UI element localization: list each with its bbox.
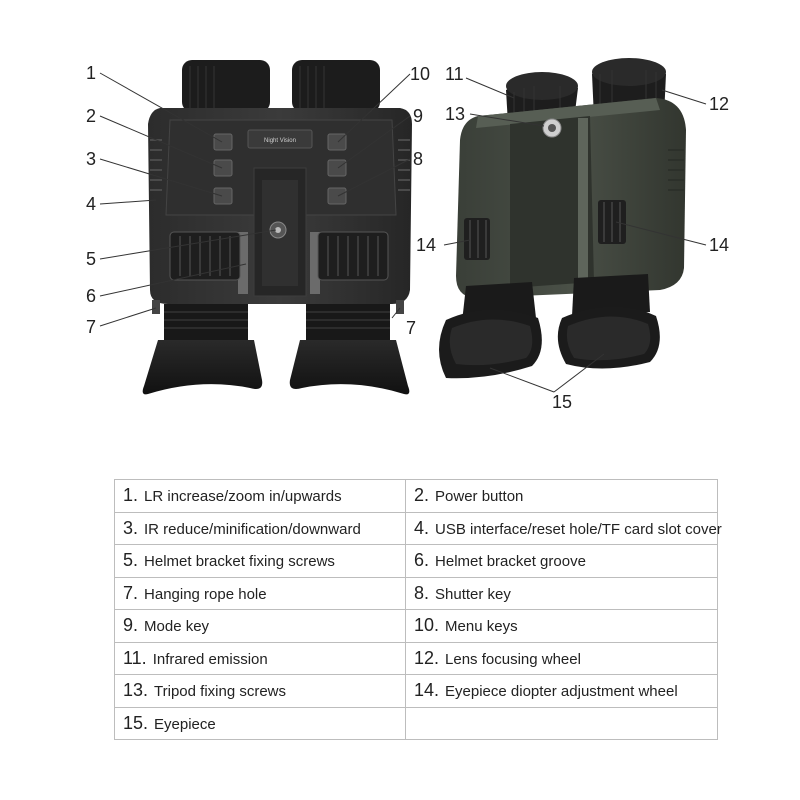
callout-10: 10 — [410, 64, 430, 84]
legend-label: Lens focusing wheel — [445, 650, 581, 668]
callout-labels: 1 2 3 4 5 6 7 7 8 9 10 11 12 13 14 14 15 — [86, 63, 729, 412]
legend-cell: 9. Mode key — [114, 609, 406, 643]
callout-14-right: 14 — [709, 235, 729, 255]
callout-1: 1 — [86, 63, 96, 83]
table-row: 15. Eyepiece — [114, 706, 718, 740]
legend-number: 1. — [123, 485, 139, 506]
legend-cell: 8. Shutter key — [405, 576, 718, 610]
focus-wheel-left[interactable] — [169, 231, 241, 281]
legend-number: 9. — [123, 615, 139, 636]
leader-lines — [99, 72, 707, 393]
callout-9: 9 — [413, 106, 423, 126]
table-row: 11. Infrared emission 12. Lens focusing wh… — [114, 641, 718, 675]
legend-number: 11. — [123, 647, 147, 668]
legend-cell: 14. Eyepiece diopter adjustment wheel — [405, 674, 718, 708]
callout-7-right: 7 — [406, 318, 416, 338]
table-row: 5. Helmet bracket fixing screws 6. Helmet … — [114, 544, 718, 578]
focus-wheel-right[interactable] — [317, 231, 389, 281]
objective-lens-left — [182, 60, 270, 112]
legend-number: 12. — [414, 647, 440, 668]
menu-button[interactable] — [327, 133, 347, 151]
callout-15: 15 — [552, 392, 572, 412]
legend-cell: 15. Eyepiece — [114, 706, 406, 740]
callout-3: 3 — [86, 149, 96, 169]
binoculars-diagram: Night Vision — [86, 58, 729, 412]
front-view: Night Vision — [142, 60, 412, 395]
legend-number: 7. — [123, 582, 139, 603]
legend-label: Eyepiece — [154, 715, 216, 733]
legend-number: 13. — [123, 680, 149, 701]
legend-cell: 3. IR reduce/minification/downward — [114, 511, 406, 545]
parts-legend-table: 1. LR increase/zoom in/upwards 2. Power bu… — [114, 479, 722, 740]
legend-label: Eyepiece diopter adjustment wheel — [445, 683, 678, 701]
legend-cell: 11. Infrared emission — [114, 641, 406, 675]
legend-number: 15. — [123, 712, 149, 733]
legend-label: Shutter key — [435, 585, 511, 603]
legend-cell-empty — [405, 706, 718, 740]
table-row: 1. LR increase/zoom in/upwards 2. Power bu… — [114, 479, 718, 513]
legend-number: 10. — [414, 615, 440, 636]
callout-5: 5 — [86, 249, 96, 269]
legend-cell: 2. Power button — [405, 479, 718, 513]
night-vision-plate — [247, 129, 313, 149]
zoom-out-button[interactable] — [213, 187, 233, 205]
legend-label: Menu keys — [445, 618, 518, 636]
legend-label: Infrared emission — [152, 650, 268, 668]
legend-cell: 13. Tripod fixing screws — [114, 674, 406, 708]
legend-label: IR reduce/minification/downward — [144, 520, 361, 538]
legend-label: Tripod fixing screws — [154, 683, 287, 701]
legend-number: 2. — [414, 485, 430, 506]
callout-6: 6 — [86, 286, 96, 306]
eyecup-left — [142, 340, 263, 395]
legend-number: 14. — [414, 680, 440, 701]
zoom-in-button[interactable] — [213, 133, 233, 151]
mode-button[interactable] — [327, 159, 347, 177]
callout-4: 4 — [86, 194, 96, 214]
callout-11: 11 — [445, 64, 464, 84]
callout-2: 2 — [86, 106, 96, 126]
legend-label: USB interface/reset hole/TF card slot co… — [435, 520, 722, 538]
side-view — [439, 58, 686, 379]
legend-number: 5. — [123, 550, 139, 571]
power-button[interactable] — [213, 159, 233, 177]
legend-cell: 6. Helmet bracket groove — [405, 544, 718, 578]
eyecup-right — [289, 340, 410, 395]
rope-hole-left — [152, 300, 160, 314]
table-row: 3. IR reduce/minification/downward 4. USB … — [114, 511, 722, 545]
legend-label: Power button — [435, 488, 524, 506]
legend-cell: 12. Lens focusing wheel — [405, 641, 718, 675]
legend-number: 8. — [414, 582, 430, 603]
legend-label: Hanging rope hole — [144, 585, 267, 603]
legend-cell: 1. LR increase/zoom in/upwards — [114, 479, 406, 513]
night-vision-label: Night Vision — [264, 138, 296, 144]
legend-cell: 10. Menu keys — [405, 609, 718, 643]
table-row: 7. Hanging rope hole 8. Shutter key — [114, 576, 718, 610]
callout-8: 8 — [413, 149, 423, 169]
table-row: 13. Tripod fixing screws 14. Eyepiece diop… — [114, 674, 718, 708]
table-row: 9. Mode key 10. Menu keys — [114, 609, 718, 643]
rope-hole-right — [396, 300, 404, 314]
objective-lens-right — [292, 60, 380, 112]
callout-12: 12 — [709, 94, 729, 114]
legend-cell: 4. USB interface/reset hole/TF card slot … — [405, 511, 722, 545]
callout-7-left: 7 — [86, 317, 96, 337]
legend-label: Mode key — [144, 618, 210, 636]
legend-cell: 5. Helmet bracket fixing screws — [114, 544, 406, 578]
legend-number: 3. — [123, 517, 139, 538]
legend-number: 6. — [414, 550, 430, 571]
callout-14-left: 14 — [416, 235, 436, 255]
legend-label: Helmet bracket groove — [435, 553, 586, 571]
legend-label: Helmet bracket fixing screws — [144, 553, 335, 571]
legend-label: LR increase/zoom in/upwards — [144, 488, 342, 506]
callout-13: 13 — [445, 104, 465, 124]
legend-number: 4. — [414, 517, 430, 538]
legend-cell: 7. Hanging rope hole — [114, 576, 406, 610]
shutter-button[interactable] — [327, 187, 347, 205]
